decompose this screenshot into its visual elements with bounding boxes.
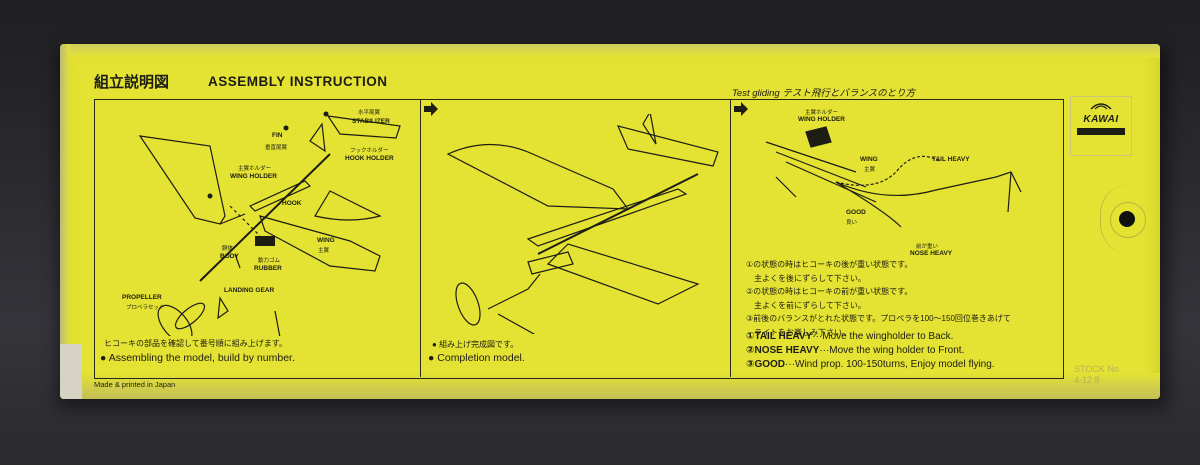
- wing-label-ja: 主翼: [318, 248, 330, 254]
- fin-label-ja: 垂直尾翼: [265, 145, 288, 151]
- note-title: ③GOOD: [746, 359, 786, 370]
- balance-notes-ja: ①の状態の時はヒコーキの後が重い状態です。 主よくを後にずらして下さい。 ②の状…: [746, 258, 1011, 339]
- body-label: BODY: [220, 253, 239, 260]
- arrow-right-icon: [424, 102, 438, 116]
- hang-tab-outline: [1100, 184, 1160, 254]
- panel-divider-2: [730, 99, 731, 377]
- good-label-ja: 良い: [846, 220, 858, 226]
- nose-heavy-label: NOSE HEAVY: [910, 250, 953, 257]
- landing-gear-label: LANDING GEAR: [224, 287, 275, 294]
- made-in-japan: Made & printed in Japan: [94, 380, 176, 389]
- panel1-caption-en: ● Assembling the model, build by number.: [100, 352, 295, 364]
- exploded-assembly-diagram: [138, 111, 401, 336]
- good-label: GOOD: [846, 209, 866, 216]
- note-ja-line: ③前後のバランスがとれた状態です。プロペラを100〜150回位巻きあげて: [746, 314, 1011, 323]
- stabilizer-label: STABILIZER: [352, 118, 390, 125]
- wing-holder-label: WING HOLDER: [230, 173, 277, 180]
- kawai-logo: KAWAI: [1070, 96, 1132, 156]
- rubber-label: RUBBER: [254, 265, 282, 272]
- instruction-frame: [94, 99, 1064, 379]
- box-bottom-edge: [60, 373, 1160, 399]
- panel-divider-1: [420, 99, 421, 377]
- stock-number: STOCK No. 4-12 8: [1074, 364, 1122, 385]
- note-text: ···Wind prop. 100-150turns, Enjoy model …: [785, 359, 995, 370]
- hook-holder-label: HOOK HOLDER: [345, 155, 394, 162]
- kit-box: 組立説明図 ASSEMBLY INSTRUCTION Test gliding …: [60, 44, 1160, 399]
- panel2-caption-ja: ● 組み上げ完成図です。: [432, 340, 519, 349]
- nose-heavy-label-ja: 前が重い: [916, 244, 939, 250]
- title-english: ASSEMBLY INSTRUCTION: [208, 74, 388, 89]
- logo-mark-icon: [1090, 103, 1112, 110]
- p3-wing-holder-label-ja: 主翼ホルダー: [805, 110, 839, 116]
- hook-holder-label-ja: フックホルダー: [350, 148, 389, 154]
- p3-wing-label: WING: [860, 156, 878, 163]
- note-ja-line: 主よくを後にずらして下さい。: [746, 273, 866, 283]
- note-en-nose-heavy: ②NOSE HEAVY···Move the wing holder to Fr…: [746, 344, 995, 358]
- panel1-caption-en-text: Assembling the model, build by number.: [108, 352, 295, 364]
- note-en-tail-heavy: ①TAIL HEAVY···Move the wingholder to Bac…: [746, 330, 995, 344]
- logo-text: KAWAI: [1083, 114, 1119, 125]
- worn-corner: [60, 344, 82, 399]
- note-ja-line: ①の状態の時はヒコーキの後が重い状態です。: [746, 260, 913, 269]
- test-gliding-heading: Test gliding テスト飛行とバランスのとり方: [732, 88, 916, 99]
- panel2-caption-en-text: Completion model.: [437, 352, 525, 364]
- note-ja-line: ライトをお楽しみ下さい。: [746, 327, 850, 337]
- propeller-label: PROPELLER: [122, 294, 162, 301]
- tail-heavy-label: TAIL HEAVY: [932, 156, 970, 163]
- wing-label: WING: [317, 237, 335, 244]
- rubber-label-ja: 動力ゴム: [258, 258, 281, 264]
- hang-hole-opening: [1119, 211, 1135, 227]
- fin-label: FIN: [272, 132, 283, 139]
- body-label-ja: 胴体: [222, 246, 234, 252]
- title-japanese: 組立説明図: [94, 74, 170, 91]
- test-gliding-diagram: [765, 126, 1022, 228]
- note-text: ···Move the wing holder to Front.: [819, 345, 965, 356]
- box-top-edge: [60, 44, 1160, 58]
- box-left-edge: [60, 44, 70, 399]
- wing-holder-label-ja: 主翼ホルダー: [238, 166, 272, 172]
- panel2-caption-en: ● Completion model.: [428, 352, 525, 364]
- note-ja-line: ②の状態の時はヒコーキの前が重い状態です。: [746, 287, 913, 296]
- note-text: ···Move the wingholder to Back.: [812, 331, 954, 342]
- hook-label: HOOK: [282, 200, 302, 207]
- panel1-caption-ja: ヒコーキの部品を確認して番号順に組み上げます。: [104, 339, 287, 348]
- logo-bar: [1077, 128, 1125, 135]
- note-ja-line: 主よくを前にずらして下さい。: [746, 300, 866, 310]
- note-en-good: ③GOOD···Wind prop. 100-150turns, Enjoy m…: [746, 358, 995, 372]
- note-title: ②NOSE HEAVY: [746, 345, 820, 356]
- stabilizer-label-ja: 水平尾翼: [358, 110, 381, 116]
- panel2-caption-ja-text: 組み上げ完成図です。: [439, 340, 519, 349]
- completed-model-diagram: [446, 114, 719, 334]
- arrow-right-icon: [734, 102, 748, 116]
- p3-wing-label-ja: 主翼: [864, 167, 876, 173]
- note-title: ①TAIL HEAVY: [746, 331, 813, 342]
- p3-wing-holder-label: WING HOLDER: [798, 116, 845, 123]
- balance-notes-en: ①TAIL HEAVY···Move the wingholder to Bac…: [746, 330, 995, 372]
- propeller-label-ja: プロペラセット: [126, 305, 165, 311]
